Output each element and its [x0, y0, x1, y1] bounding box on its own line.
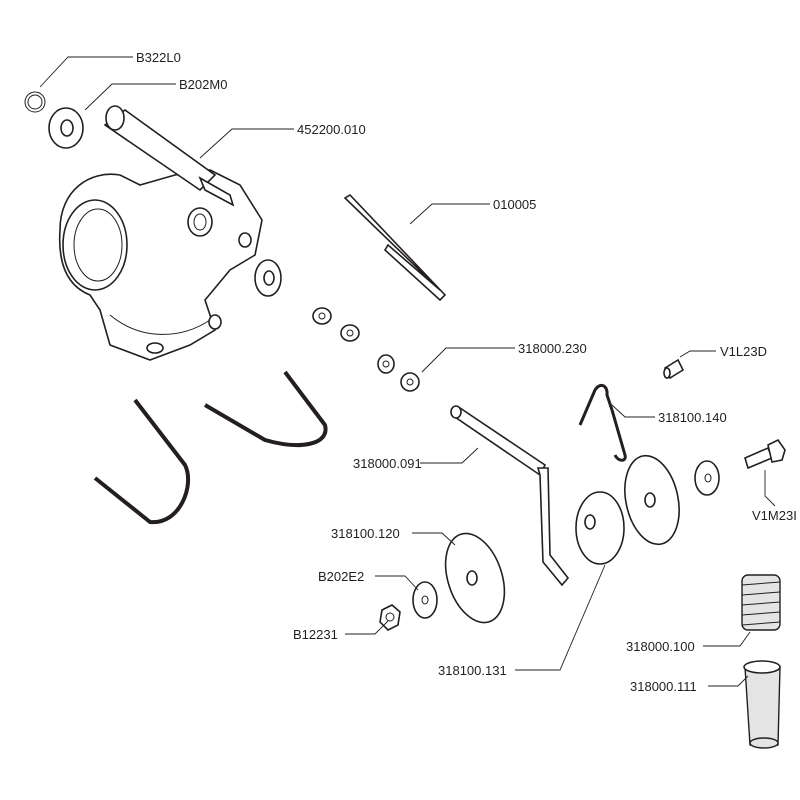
- disc-large: [624, 454, 680, 546]
- label-010005: 010005: [493, 197, 536, 212]
- label-318000-111: 318000.111: [630, 679, 697, 694]
- label-v1m23i: V1M23I: [752, 508, 797, 523]
- housing-452200-010: [58, 105, 263, 361]
- label-318100-120: 318100.120: [331, 526, 400, 541]
- label-318000-230: 318000.230: [518, 341, 587, 356]
- label-318100-140: 318100.140: [658, 410, 727, 425]
- label-318000-091: 318000.091: [353, 456, 422, 471]
- washers-318000-230: [312, 307, 420, 392]
- u-bolts: [93, 370, 328, 525]
- washer-b202e2: [412, 581, 438, 619]
- label-v1l23d: V1L23D: [720, 344, 767, 359]
- hub-318100-131: [575, 491, 625, 565]
- washer-small: [694, 460, 720, 496]
- wire-clip-318100-140: [578, 383, 627, 462]
- circlip-b322l0: [24, 91, 46, 113]
- label-b12231: B12231: [293, 627, 338, 642]
- crank-shaft-318000-091: [450, 405, 570, 587]
- handle-grip-318000-111: [743, 660, 781, 749]
- washer-318100-120: [444, 532, 506, 624]
- bolt-v1m23i: [744, 438, 786, 470]
- label-b202m0: B202M0: [179, 77, 227, 92]
- washer-b202m0: [48, 107, 84, 149]
- washer-large: [254, 259, 282, 297]
- label-b202e2: B202E2: [318, 569, 364, 584]
- label-452200-010: 452200.010: [297, 122, 366, 137]
- label-318000-100: 318000.100: [626, 639, 695, 654]
- pin-v1l23d: [663, 358, 685, 380]
- label-318100-131: 318100.131: [438, 663, 507, 678]
- spring-318000-100: [741, 574, 781, 631]
- leader-lines: [39, 56, 776, 687]
- spring-clip-010005: [343, 193, 447, 302]
- label-b322l0: B322L0: [136, 50, 181, 65]
